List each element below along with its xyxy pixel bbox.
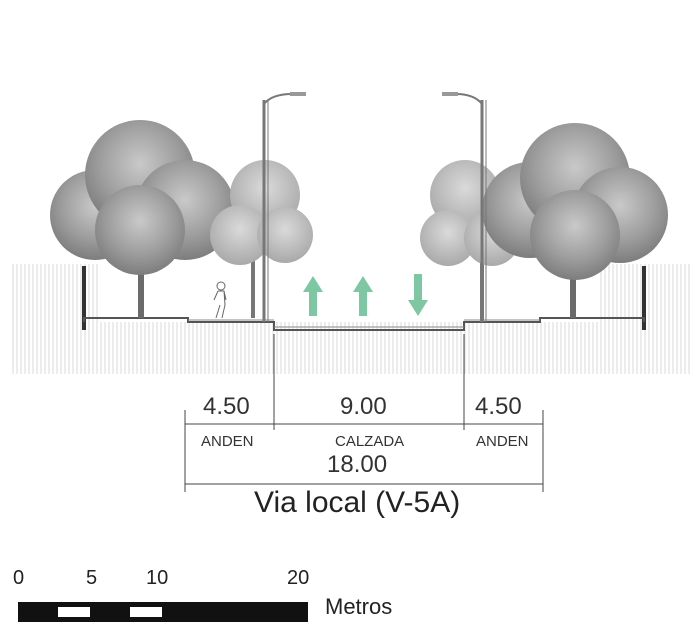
scale-bar-gap-2 — [130, 607, 162, 617]
segment-label-3: ANDEN — [476, 433, 529, 450]
scale-tick-0: 0 — [13, 567, 25, 589]
street-lamp-left — [262, 92, 306, 322]
lane-arrow-up — [353, 276, 373, 316]
segment-label-1: ANDEN — [201, 433, 254, 450]
scale-bar-gap-1 — [58, 607, 90, 617]
tree-left-large — [50, 120, 235, 318]
scale-tick-20: 20 — [287, 567, 310, 589]
section-title: Via local (V-5A) — [254, 486, 461, 519]
scale-bar-body — [18, 602, 308, 622]
property-post-right — [642, 266, 646, 330]
ground-profile — [83, 317, 645, 331]
segment-width-2: 9.00 — [340, 393, 387, 420]
scale-tick-5: 5 — [86, 567, 98, 589]
total-width: 18.00 — [327, 451, 388, 478]
segment-width-3: 4.50 — [475, 393, 522, 420]
dimension-lines — [184, 334, 544, 492]
lane-arrow-down — [408, 274, 428, 316]
segment-label-2: CALZADA — [335, 433, 405, 450]
lane-arrow-up — [303, 276, 323, 316]
lane-arrows — [303, 274, 428, 316]
segment-width-1: 4.50 — [203, 393, 250, 420]
street-lamp-right — [442, 92, 487, 322]
tree-right-large — [482, 123, 668, 318]
property-post-left — [82, 266, 86, 330]
scale-bar — [18, 602, 308, 622]
scale-unit-label: Metros — [325, 594, 393, 619]
pedestrian-figure — [213, 281, 227, 319]
scale-tick-10: 10 — [146, 567, 169, 589]
